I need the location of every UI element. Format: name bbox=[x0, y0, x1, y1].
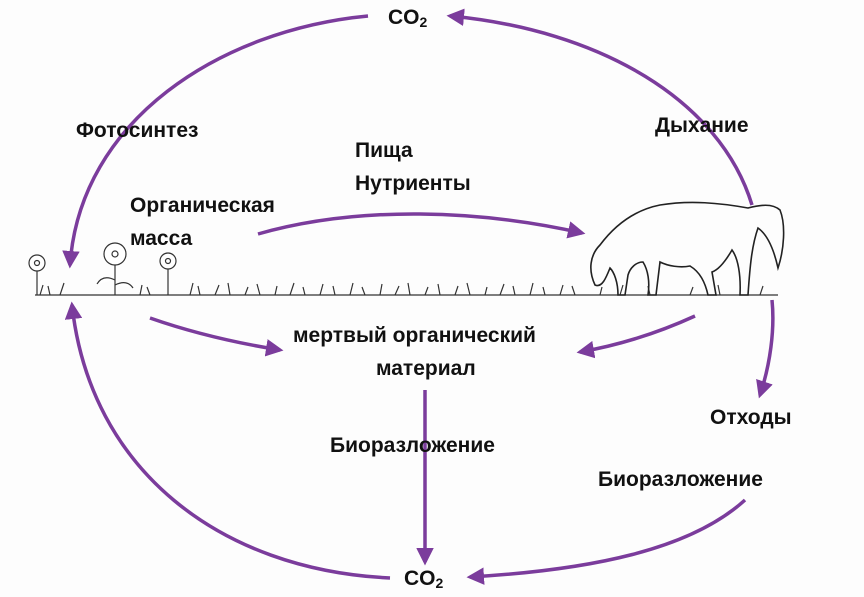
dead-material-label-line1: мертвый органический bbox=[293, 324, 536, 347]
waste-label: Отходы bbox=[710, 406, 792, 429]
dead-material-label-line2: материал bbox=[376, 357, 476, 380]
arrow-respiration bbox=[446, 8, 754, 206]
nutrients-label: Нутриенты bbox=[355, 172, 471, 195]
co2-text: CO bbox=[404, 567, 436, 590]
arrow-food bbox=[257, 212, 586, 239]
co2-subscript: 2 bbox=[435, 575, 444, 591]
co2-top-label: CO2 bbox=[388, 7, 427, 29]
arrow-to-waste bbox=[756, 299, 775, 399]
co2-subscript: 2 bbox=[419, 14, 428, 30]
arrow-photosynthesis bbox=[62, 14, 369, 269]
biodegradation-center-label: Биоразложение bbox=[330, 434, 495, 457]
arrow-plant-to-dead bbox=[149, 316, 284, 357]
flowers bbox=[28, 242, 177, 295]
horse-illustration bbox=[590, 201, 785, 296]
food-label: Пища bbox=[355, 139, 413, 162]
photosynthesis-label: Фотосинтез bbox=[76, 119, 199, 142]
co2-bottom-label: CO2 bbox=[404, 568, 443, 590]
ground bbox=[35, 282, 778, 296]
organic-mass-label-line1: Органическая bbox=[130, 194, 275, 217]
arrow-waste-to-co2 bbox=[466, 498, 747, 585]
biodegradation-right-label: Биоразложение bbox=[598, 468, 763, 491]
arrow-co2-to-plants bbox=[64, 301, 391, 580]
organic-mass-label-line2: масса bbox=[130, 227, 193, 250]
respiration-label: Дыхание bbox=[655, 114, 749, 137]
arrow-animal-to-dead bbox=[576, 314, 696, 359]
co2-text: CO bbox=[388, 6, 420, 29]
